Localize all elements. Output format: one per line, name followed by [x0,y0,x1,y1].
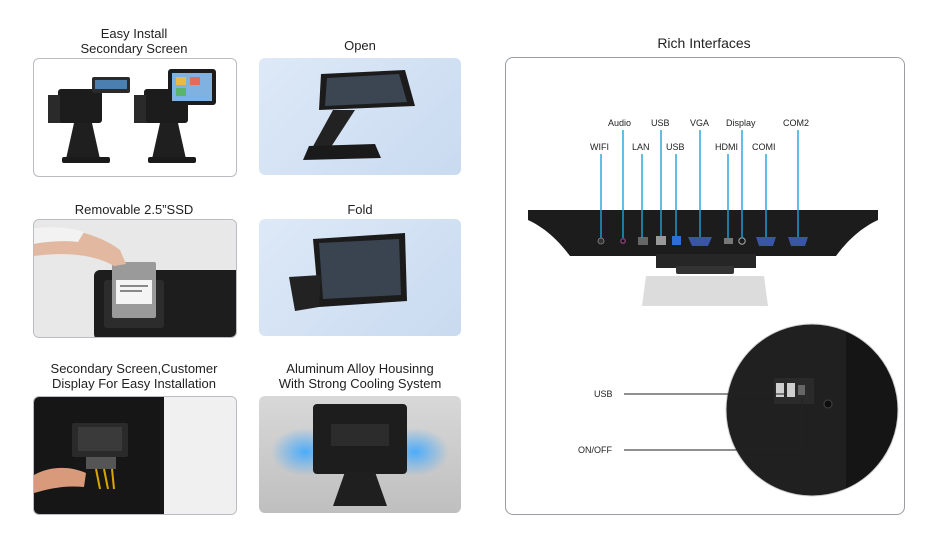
interfaces-title: Rich Interfaces [657,35,751,51]
port-label-hdmi: HDMI [715,142,738,152]
photo-removable-ssd [33,219,237,338]
caption-open: Open [344,38,376,53]
device-illustration [528,130,899,497]
caption-removable-ssd: Removable 2.5”SSD [74,202,194,217]
interfaces-panel: Audio USB VGA Display COM2 WIFI LAN USB … [505,57,905,515]
zoom-label-onoff: ON/OFF [578,445,612,455]
photo-aluminum-housing [259,396,461,513]
port-label-usb-top: USB [651,118,670,128]
port-label-comi: COMI [752,142,776,152]
caption-fold: Fold [347,202,373,217]
port-label-lan: LAN [632,142,650,152]
caption-aluminum-housing: Aluminum Alloy Housinng With Strong Cool… [278,361,442,391]
photo-fold [259,219,461,336]
caption-customer-display: Secondary Screen,Customer Display For Ea… [50,361,218,391]
zoom-label-usb: USB [594,389,613,399]
photo-customer-display [33,396,237,515]
port-label-com2: COM2 [783,118,810,128]
port-label-audio: Audio [608,118,632,128]
caption-easy-install: Easy Install Secondary Screen [80,26,188,56]
photo-secondary-screen [33,58,237,177]
port-label-usb-bottom: USB [666,142,685,152]
photo-open [259,58,461,175]
port-label-vga: VGA [690,118,710,128]
port-label-wifi: WIFI [590,142,609,152]
port-label-display: Display [726,118,756,128]
